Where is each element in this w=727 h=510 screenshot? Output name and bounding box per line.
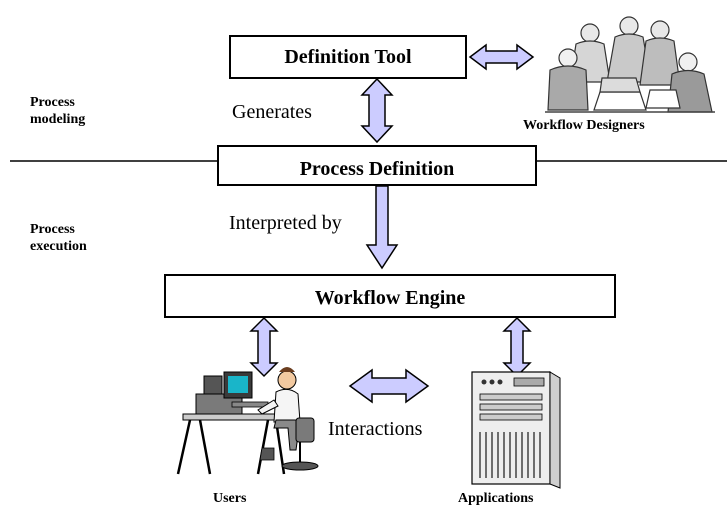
interactions-label: Interactions bbox=[328, 418, 423, 440]
process-execution-line1: Process bbox=[30, 222, 75, 237]
users-double-arrow bbox=[249, 316, 279, 378]
server-illustration bbox=[471, 371, 561, 489]
interpreted-by-label: Interpreted by bbox=[229, 212, 342, 234]
process-modeling-line2: modeling bbox=[30, 112, 86, 127]
process-execution-label: Process execution bbox=[30, 221, 87, 255]
process-definition-box: Process Definition bbox=[217, 145, 537, 186]
workflow-designers-caption: Workflow Designers bbox=[523, 118, 645, 133]
applications-double-arrow bbox=[502, 316, 532, 378]
designers-illustration bbox=[545, 16, 715, 113]
users-caption: Users bbox=[213, 491, 247, 506]
user-illustration bbox=[176, 367, 319, 475]
generates-label: Generates bbox=[232, 101, 312, 123]
workflow-engine-box: Workflow Engine bbox=[164, 274, 616, 318]
interactions-double-arrow bbox=[348, 368, 430, 404]
designers-double-arrow bbox=[468, 43, 535, 71]
generates-double-arrow bbox=[360, 77, 394, 144]
process-modeling-line1: Process bbox=[30, 95, 75, 110]
applications-caption: Applications bbox=[458, 491, 534, 506]
process-execution-line2: execution bbox=[30, 239, 87, 254]
interpreted-arrow bbox=[365, 185, 399, 270]
definition-tool-box: Definition Tool bbox=[229, 35, 467, 79]
process-modeling-label: Process modeling bbox=[30, 94, 85, 128]
